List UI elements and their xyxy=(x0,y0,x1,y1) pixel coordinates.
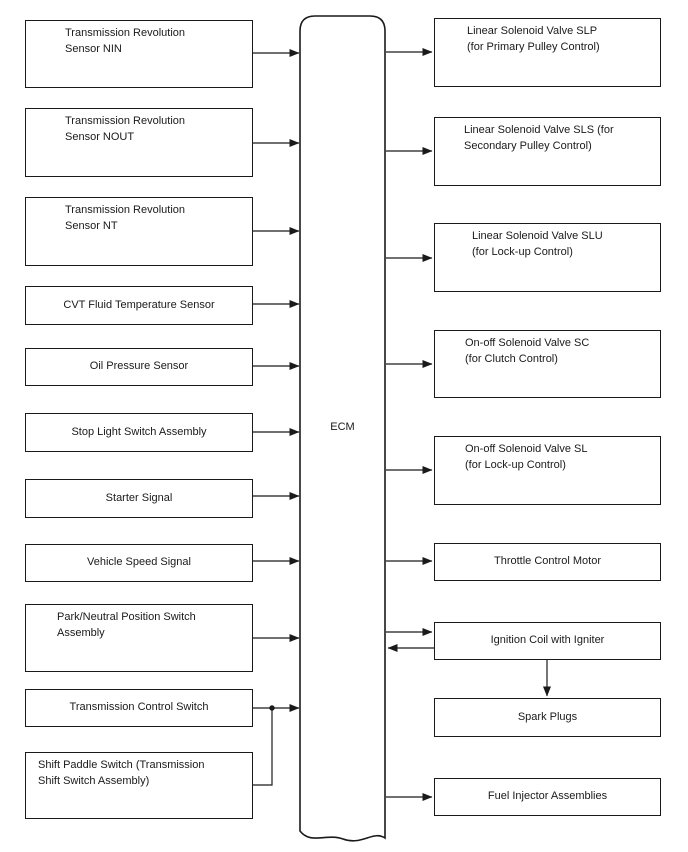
ecm-node-label: ECM xyxy=(330,421,355,433)
node-label: Shift Paddle Switch (Transmission Shift … xyxy=(38,759,205,787)
node-label: Linear Solenoid Valve SLP (for Primary P… xyxy=(467,25,600,53)
node-linear-solenoid-valve-slu: Linear Solenoid Valve SLU (for Lock-up C… xyxy=(434,223,661,292)
node-throttle-control-motor: Throttle Control Motor xyxy=(434,543,661,581)
node-starter-signal: Starter Signal xyxy=(25,479,253,518)
node-on-off-solenoid-valve-sc: On-off Solenoid Valve SC (for Clutch Con… xyxy=(434,330,661,398)
node-label: On-off Solenoid Valve SL (for Lock-up Co… xyxy=(465,443,588,471)
node-park-neutral-position-switch-assembly: Park/Neutral Position Switch Assembly xyxy=(25,604,253,672)
node-label: Transmission Revolution Sensor NIN xyxy=(65,27,186,55)
node-label: Linear Solenoid Valve SLU (for Lock-up C… xyxy=(472,230,603,258)
node-label: Transmission Revolution Sensor NOUT xyxy=(65,115,186,143)
node-ignition-coil-with-igniter: Ignition Coil with Igniter xyxy=(434,622,661,660)
node-label: Throttle Control Motor xyxy=(494,555,601,568)
node-transmission-control-switch: Transmission Control Switch xyxy=(25,689,253,727)
node-transmission-revolution-sensor-nout: Transmission Revolution Sensor NOUT xyxy=(25,108,253,177)
node-linear-solenoid-valve-sls: Linear Solenoid Valve SLS (for Secondary… xyxy=(434,117,661,186)
node-spark-plugs: Spark Plugs xyxy=(434,698,661,737)
node-label: Spark Plugs xyxy=(517,710,578,723)
node-label: Stop Light Switch Assembly xyxy=(71,425,207,438)
node-label: Transmission Control Switch xyxy=(69,701,209,714)
node-label: Oil Pressure Sensor xyxy=(89,360,189,373)
node-label: CVT Fluid Temperature Sensor xyxy=(63,298,215,311)
node-label: Vehicle Speed Signal xyxy=(87,556,191,569)
node-label: Starter Signal xyxy=(105,491,173,504)
node-cvt-fluid-temperature-sensor: CVT Fluid Temperature Sensor xyxy=(25,286,253,325)
node-transmission-revolution-sensor-nt: Transmission Revolution Sensor NT xyxy=(25,197,253,266)
node-label: Park/Neutral Position Switch Assembly xyxy=(57,611,196,639)
node-label: Linear Solenoid Valve SLS (for Secondary… xyxy=(464,124,614,152)
node-label: Ignition Coil with Igniter xyxy=(490,634,605,647)
node-oil-pressure-sensor: Oil Pressure Sensor xyxy=(25,348,253,386)
node-vehicle-speed-signal: Vehicle Speed Signal xyxy=(25,544,253,582)
ecm-column-shape xyxy=(299,15,386,842)
node-transmission-revolution-sensor-nin: Transmission Revolution Sensor NIN xyxy=(25,20,253,88)
node-label: Fuel Injector Assemblies xyxy=(487,790,608,803)
node-linear-solenoid-valve-slp: Linear Solenoid Valve SLP (for Primary P… xyxy=(434,18,661,87)
node-on-off-solenoid-valve-sl: On-off Solenoid Valve SL (for Lock-up Co… xyxy=(434,436,661,505)
node-shift-paddle-switch: Shift Paddle Switch (Transmission Shift … xyxy=(25,752,253,819)
node-stop-light-switch-assembly: Stop Light Switch Assembly xyxy=(25,413,253,452)
junction-dot xyxy=(269,705,275,711)
node-label: Transmission Revolution Sensor NT xyxy=(65,204,186,232)
node-fuel-injector-assemblies: Fuel Injector Assemblies xyxy=(434,778,661,816)
node-label: On-off Solenoid Valve SC (for Clutch Con… xyxy=(465,337,590,365)
